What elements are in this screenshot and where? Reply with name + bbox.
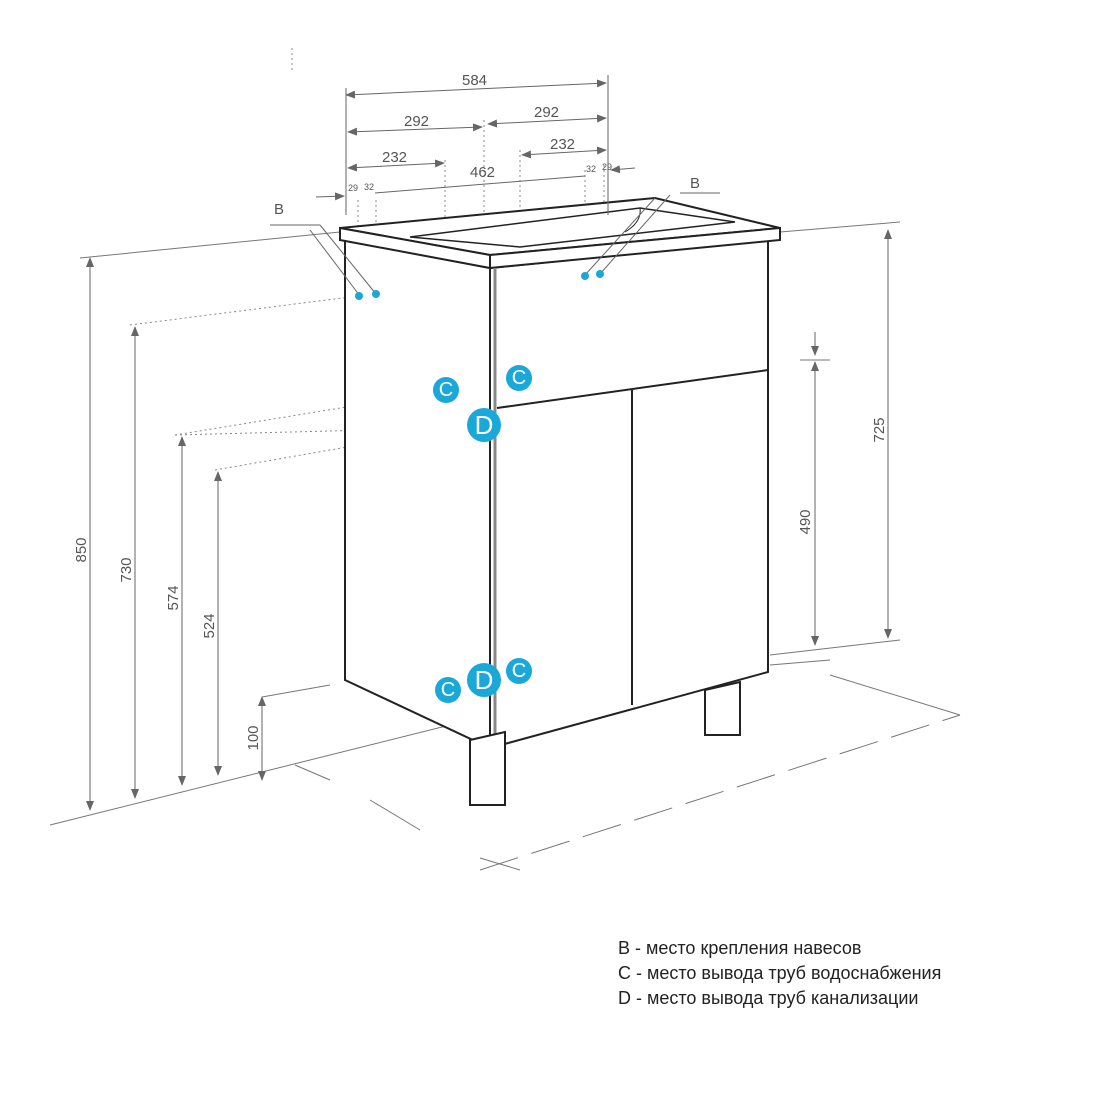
vertical-dimensions: [86, 229, 892, 811]
marker-c-upper-left: C: [433, 377, 459, 403]
dim-524: 524: [201, 613, 218, 638]
dim-725: 725: [871, 417, 888, 442]
dim-29-right: 29: [602, 162, 612, 172]
dim-232-left: 232: [382, 149, 407, 166]
label-b-left: B: [274, 201, 284, 218]
marker-c-lower-right: C: [506, 658, 532, 684]
svg-text:C: C: [439, 379, 453, 401]
marker-c-lower-left: C: [435, 677, 461, 703]
legend-item-d: D - место вывода труб канализации: [618, 988, 919, 1008]
dim-574: 574: [165, 585, 182, 610]
dim-32-left: 32: [364, 182, 374, 192]
legend-item-c: C - место вывода труб водоснабжения: [618, 963, 942, 983]
dim-490: 490: [797, 509, 814, 534]
svg-text:D: D: [475, 410, 494, 440]
horizontal-dimensions: [270, 75, 720, 297]
dim-232-right: 232: [550, 136, 575, 153]
front-leg: [469, 730, 506, 806]
right-leg: [704, 680, 741, 736]
dim-292-left: 292: [404, 113, 429, 130]
marker-d-upper: D: [467, 408, 501, 442]
legend: B - место крепления навесов C - место вы…: [618, 936, 941, 1011]
cabinet-body: [339, 196, 781, 806]
dim-850: 850: [73, 537, 90, 562]
dim-29-left: 29: [348, 183, 358, 193]
dim-292-right: 292: [534, 104, 559, 121]
hinge-points: [355, 270, 604, 300]
svg-text:C: C: [512, 660, 526, 682]
dim-584: 584: [462, 72, 487, 89]
label-b-right: B: [690, 175, 700, 192]
svg-text:C: C: [441, 679, 455, 701]
marker-c-upper-right: C: [506, 365, 532, 391]
legend-item-b: B - место крепления навесов: [618, 938, 862, 958]
dim-32-right: 32: [586, 164, 596, 174]
dim-100: 100: [245, 725, 262, 750]
dim-462: 462: [470, 164, 495, 181]
svg-text:D: D: [475, 665, 494, 695]
svg-text:C: C: [512, 367, 526, 389]
dim-730: 730: [118, 557, 135, 582]
marker-d-lower: D: [467, 663, 501, 697]
